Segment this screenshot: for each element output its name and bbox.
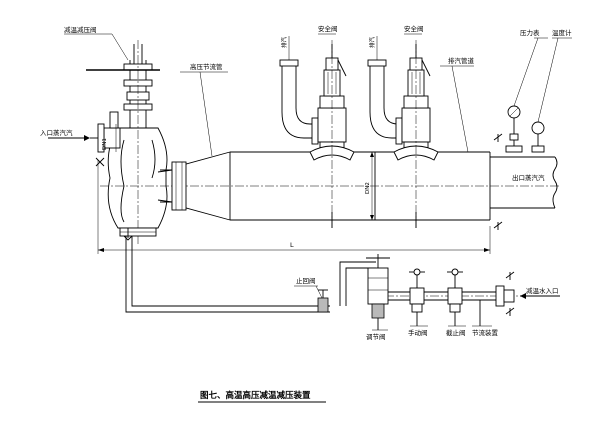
- main-header-pipe: [100, 151, 560, 221]
- stop-valve-2: [447, 268, 463, 326]
- label-exhaust-pipe: 排汽管道: [448, 56, 475, 65]
- label-stop-valve-2: 截止阀: [446, 328, 466, 337]
- regulating-valve: [366, 254, 390, 330]
- label-length: L: [290, 241, 294, 249]
- label-steam-outlet: 出口蒸汽汽: [512, 173, 545, 182]
- control-device: [479, 271, 560, 326]
- label-thermometer: 温度计: [552, 28, 572, 37]
- leader-lines: [64, 33, 572, 331]
- label-steam-inlet: 入口蒸汽汽: [40, 128, 73, 137]
- stop-valve-1: [409, 268, 425, 326]
- label-dn1: DN1: [102, 138, 108, 150]
- safety-valve-2: [367, 36, 439, 228]
- desuperheater-valve-body: [48, 40, 173, 245]
- venturi-section: [160, 151, 231, 221]
- dimension-L: [97, 160, 491, 254]
- label-pressure-gauge: 压力表: [520, 28, 540, 37]
- dimension-DN2: [370, 152, 374, 220]
- label-venturi: 高压节流管: [190, 62, 223, 71]
- label-vent-2: 排汽: [368, 36, 376, 48]
- safety-valve-1: [279, 36, 355, 228]
- label-dn2: DN2: [365, 182, 371, 194]
- label-control-device: 节流装置: [472, 328, 499, 337]
- label-safety-valve-2: 安全阀: [404, 24, 424, 33]
- supports: [326, 212, 422, 228]
- label-stop-valve-1: 手动阀: [408, 328, 428, 337]
- marker-arrows: [95, 133, 503, 241]
- label-desuperheat-valve: 减温减压阀: [64, 25, 97, 34]
- label-water-inlet: 减温水入口: [526, 286, 559, 295]
- instruments: [505, 37, 559, 153]
- figure-caption: 图七、高温高压减温减压装置: [200, 390, 311, 401]
- label-drain-valve: 止回阀: [296, 276, 316, 285]
- label-safety-valve-1: 安全阀: [318, 24, 338, 33]
- label-regulating-valve: 调节阀: [366, 332, 386, 341]
- water-injection-line: [125, 236, 530, 313]
- label-vent-1: 排汽: [280, 36, 288, 48]
